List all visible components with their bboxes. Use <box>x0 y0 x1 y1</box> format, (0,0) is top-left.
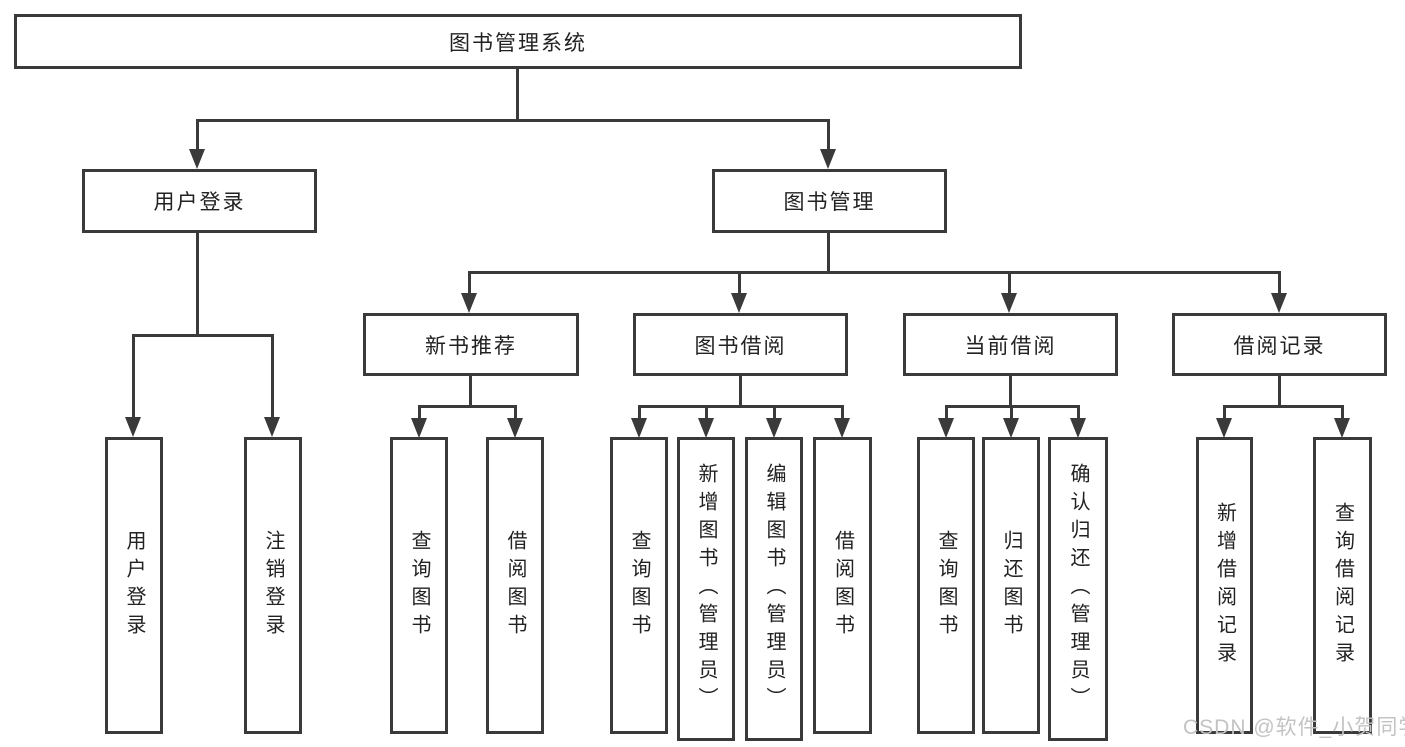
arrow-down-icon <box>125 417 141 437</box>
leaf-user-login-label: 用户登录 <box>123 529 145 642</box>
connector-book-borrowing-rail <box>638 405 844 408</box>
connector-drop <box>1223 405 1226 420</box>
leaf-cb-return-books-label: 归还图书 <box>1000 529 1022 642</box>
node-book-management: 图书管理 <box>712 169 947 233</box>
arrow-down-icon <box>189 149 205 169</box>
leaf-logout-login: 注销登录 <box>244 437 302 734</box>
connector-book-management-trunk <box>827 233 830 273</box>
node-book-management-label: 图书管理 <box>783 191 876 214</box>
leaf-nb-borrow-books: 借阅图书 <box>486 437 544 734</box>
leaf-logout-login-label: 注销登录 <box>262 529 284 642</box>
node-borrowing-records-label: 借阅记录 <box>1233 334 1326 358</box>
connector-user-login-rail <box>132 334 274 337</box>
node-borrowing-records: 借阅记录 <box>1172 313 1387 376</box>
leaf-bb-borrow-books: 借阅图书 <box>813 437 872 734</box>
connector-drop <box>514 405 517 420</box>
leaf-bb-add-books-label: 新增图书（管理员） <box>695 463 717 715</box>
connector-current-borrowing-trunk <box>1009 376 1012 407</box>
connector-drop-new-book <box>468 271 471 295</box>
connector-root-trunk <box>516 69 519 121</box>
leaf-cb-return-books: 归还图书 <box>982 437 1040 734</box>
leaf-cb-query-books: 查询图书 <box>917 437 975 734</box>
connector-user-login-trunk <box>196 233 199 336</box>
node-user-login: 用户登录 <box>82 169 317 233</box>
node-current-borrowing: 当前借阅 <box>903 313 1118 376</box>
leaf-bb-query-books-label: 查询图书 <box>628 529 650 642</box>
leaf-nb-query-books-label: 查询图书 <box>408 529 430 642</box>
arrow-down-icon <box>1271 293 1287 313</box>
node-root: 图书管理系统 <box>14 14 1022 69</box>
leaf-bb-edit-books: 编辑图书（管理员） <box>745 437 803 741</box>
connector-drop-leaf-logout <box>271 334 274 418</box>
leaf-bb-add-books: 新增图书（管理员） <box>677 437 735 741</box>
arrow-down-icon <box>766 418 782 438</box>
connector-drop <box>841 405 844 420</box>
leaf-cb-confirm-return: 确认归还（管理员） <box>1048 437 1108 741</box>
arrow-down-icon <box>461 293 477 313</box>
connector-drop <box>1341 405 1344 420</box>
connector-new-book-rail <box>418 405 517 408</box>
connector-drop <box>945 405 948 420</box>
connector-drop <box>773 405 776 420</box>
leaf-br-add-record-label: 新增借阅记录 <box>1213 501 1236 670</box>
node-new-book-recommend-label: 新书推荐 <box>425 334 517 358</box>
connector-drop <box>638 405 641 420</box>
arrow-down-icon <box>820 149 836 169</box>
connector-drop-user-login <box>196 119 199 151</box>
connector-drop-borrowing-records <box>1278 271 1281 295</box>
arrow-down-icon <box>698 418 714 438</box>
arrow-down-icon <box>631 418 647 438</box>
connector-level1-rail <box>196 119 830 122</box>
node-new-book-recommend: 新书推荐 <box>363 313 579 376</box>
connector-drop <box>418 405 421 420</box>
node-root-label: 图书管理系统 <box>449 31 587 55</box>
leaf-bb-borrow-books-label: 借阅图书 <box>831 529 854 642</box>
connector-book-borrowing-trunk <box>739 376 742 407</box>
node-book-borrowing-label: 图书借阅 <box>694 334 787 358</box>
leaf-cb-confirm-return-label: 确认归还（管理员） <box>1067 463 1089 715</box>
leaf-br-add-record: 新增借阅记录 <box>1196 437 1253 734</box>
arrow-down-icon <box>264 417 280 437</box>
connector-borrowing-records-trunk <box>1278 376 1281 407</box>
arrow-down-icon <box>1070 418 1086 438</box>
connector-drop <box>705 405 708 420</box>
node-current-borrowing-label: 当前借阅 <box>964 334 1057 358</box>
arrow-down-icon <box>938 418 954 438</box>
leaf-user-login: 用户登录 <box>105 437 163 734</box>
connector-drop-book-management <box>827 119 830 151</box>
arrow-down-icon <box>731 293 747 313</box>
arrow-down-icon <box>1334 418 1350 438</box>
arrow-down-icon <box>411 418 427 438</box>
node-book-borrowing: 图书借阅 <box>633 313 848 376</box>
node-user-login-label: 用户登录 <box>153 191 246 214</box>
arrow-down-icon <box>1003 418 1019 438</box>
leaf-cb-query-books-label: 查询图书 <box>935 529 957 642</box>
arrow-down-icon <box>507 418 523 438</box>
leaf-br-query-record: 查询借阅记录 <box>1313 437 1372 734</box>
csdn-watermark: CSDN @软件_小贺同学 <box>1183 716 1405 739</box>
connector-drop <box>1077 405 1080 420</box>
connector-level2-rail <box>468 271 1281 274</box>
connector-new-book-trunk <box>469 376 472 407</box>
arrow-down-icon <box>834 418 850 438</box>
connector-borrowing-records-rail <box>1223 405 1343 408</box>
arrow-down-icon <box>1001 293 1017 313</box>
connector-drop <box>1010 405 1013 420</box>
leaf-nb-borrow-books-label: 借阅图书 <box>504 529 526 642</box>
leaf-bb-query-books: 查询图书 <box>610 437 668 734</box>
arrow-down-icon <box>1216 418 1232 438</box>
connector-drop-current-borrowing <box>1008 271 1011 295</box>
connector-drop-leaf-login <box>132 334 135 418</box>
leaf-br-query-record-label: 查询借阅记录 <box>1331 501 1354 670</box>
leaf-bb-edit-books-label: 编辑图书（管理员） <box>763 463 785 715</box>
leaf-nb-query-books: 查询图书 <box>390 437 448 734</box>
connector-drop-book-borrowing <box>738 271 741 295</box>
